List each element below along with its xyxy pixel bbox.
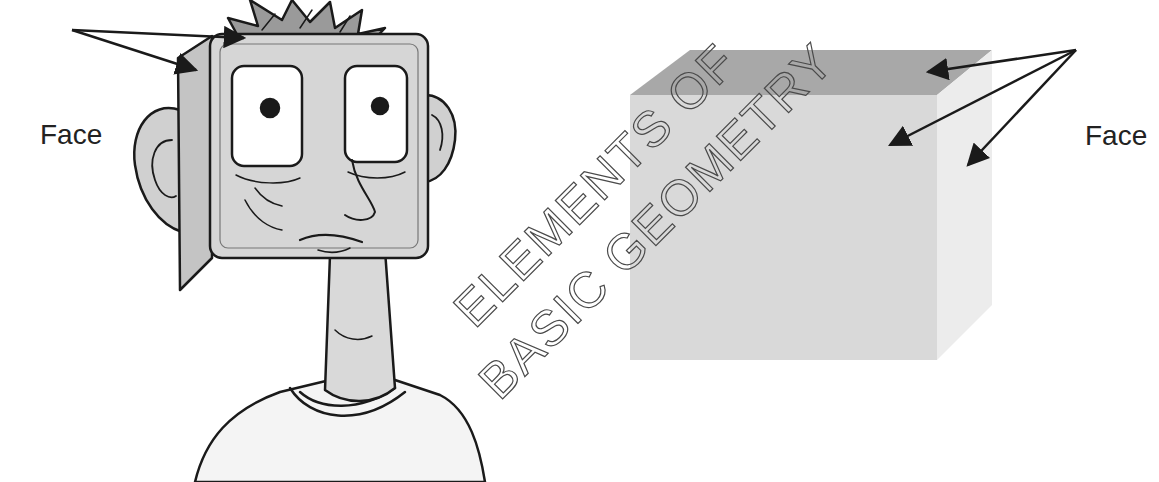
face-label: Face: [40, 121, 102, 149]
cartoon-man: [134, 0, 485, 482]
pointer-arrows: [72, 30, 1076, 165]
face-label: Face: [1085, 122, 1147, 150]
